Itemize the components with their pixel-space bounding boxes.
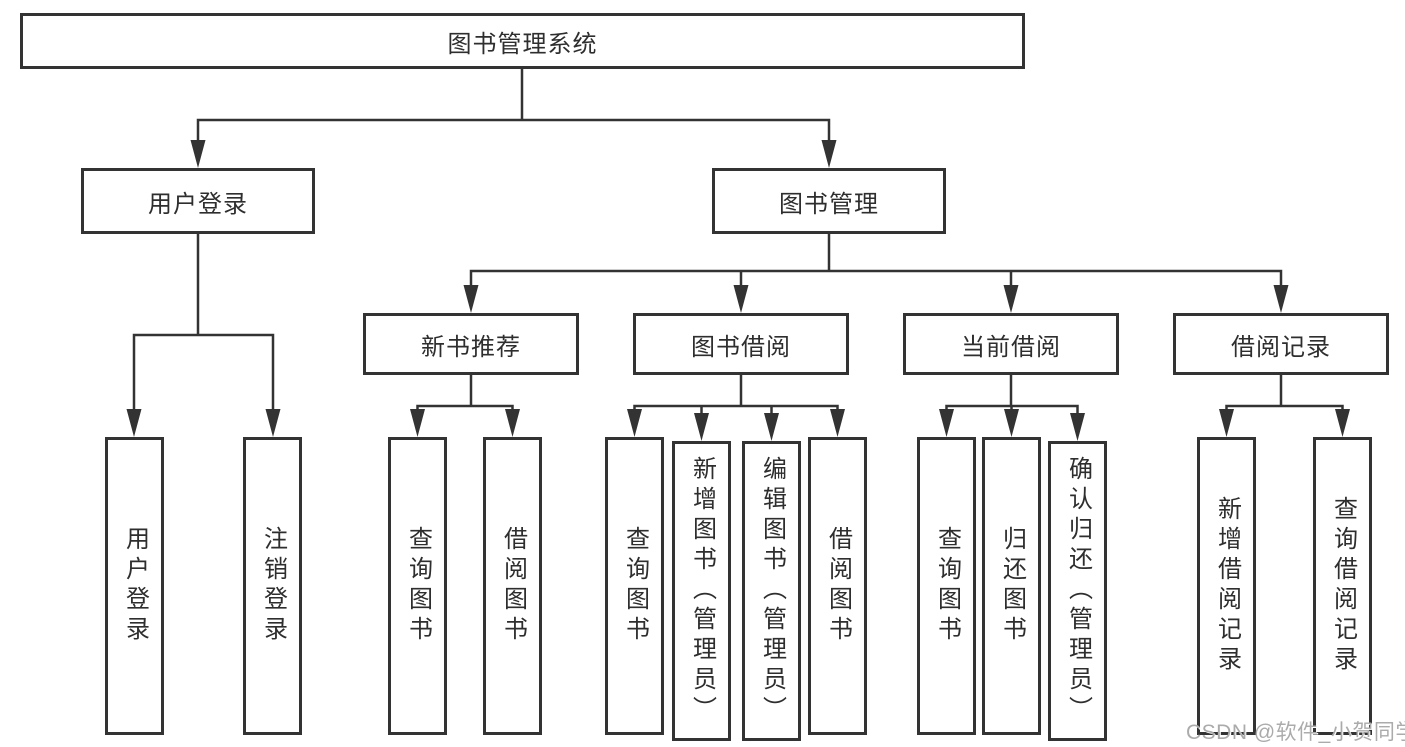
node-user-login: 用户登录	[81, 168, 315, 234]
node-label: 新增借阅记录	[1213, 496, 1241, 676]
node-label: 新增图书（管理员）	[688, 456, 716, 726]
leaf-borrow-books-borrowing: 借阅图书	[808, 437, 867, 735]
arrowheads	[126, 140, 1350, 441]
leaf-user-login: 用户登录	[105, 437, 164, 735]
leaf-query-books-current: 查询图书	[917, 437, 976, 735]
leaf-query-books-recommend: 查询图书	[388, 437, 447, 735]
node-new-book-recommendation: 新书推荐	[363, 313, 579, 375]
leaf-query-borrow-record: 查询借阅记录	[1313, 437, 1372, 735]
node-label: 注销登录	[259, 526, 287, 646]
node-library-management-system: 图书管理系统	[20, 13, 1025, 69]
node-label: 借阅记录	[1231, 333, 1331, 361]
node-label: 查询借阅记录	[1329, 496, 1357, 676]
node-book-management: 图书管理	[712, 168, 946, 234]
node-label: 查询图书	[621, 526, 649, 646]
watermark-text: CSDN @软件_小贺同学	[1186, 721, 1405, 744]
node-borrowing-records: 借阅记录	[1173, 313, 1389, 375]
node-label: 查询图书	[404, 526, 432, 646]
node-label: 图书管理系统	[447, 30, 598, 58]
node-label: 用户登录	[121, 526, 149, 646]
node-label: 图书借阅	[691, 333, 791, 361]
node-current-borrowing: 当前借阅	[903, 313, 1119, 375]
node-label: 归还图书	[998, 526, 1026, 646]
node-label: 编辑图书（管理员）	[758, 456, 786, 726]
node-label: 确认归还（管理员）	[1064, 456, 1092, 726]
leaf-edit-book-admin: 编辑图书（管理员）	[742, 441, 801, 741]
leaf-add-borrow-record: 新增借阅记录	[1197, 437, 1256, 735]
node-label: 查询图书	[933, 526, 961, 646]
leaf-return-book: 归还图书	[982, 437, 1041, 735]
leaf-query-books-borrowing: 查询图书	[605, 437, 664, 735]
leaf-logout: 注销登录	[243, 437, 302, 735]
node-label: 用户登录	[148, 190, 248, 218]
node-book-borrowing: 图书借阅	[633, 313, 849, 375]
node-label: 当前借阅	[961, 333, 1061, 361]
node-label: 借阅图书	[499, 526, 527, 646]
node-label: 图书管理	[779, 190, 879, 218]
node-label: 新书推荐	[421, 333, 521, 361]
leaf-add-book-admin: 新增图书（管理员）	[672, 441, 731, 741]
node-label: 借阅图书	[824, 526, 852, 646]
leaf-confirm-return-admin: 确认归还（管理员）	[1048, 441, 1107, 741]
leaf-borrow-books-recommend: 借阅图书	[483, 437, 542, 735]
